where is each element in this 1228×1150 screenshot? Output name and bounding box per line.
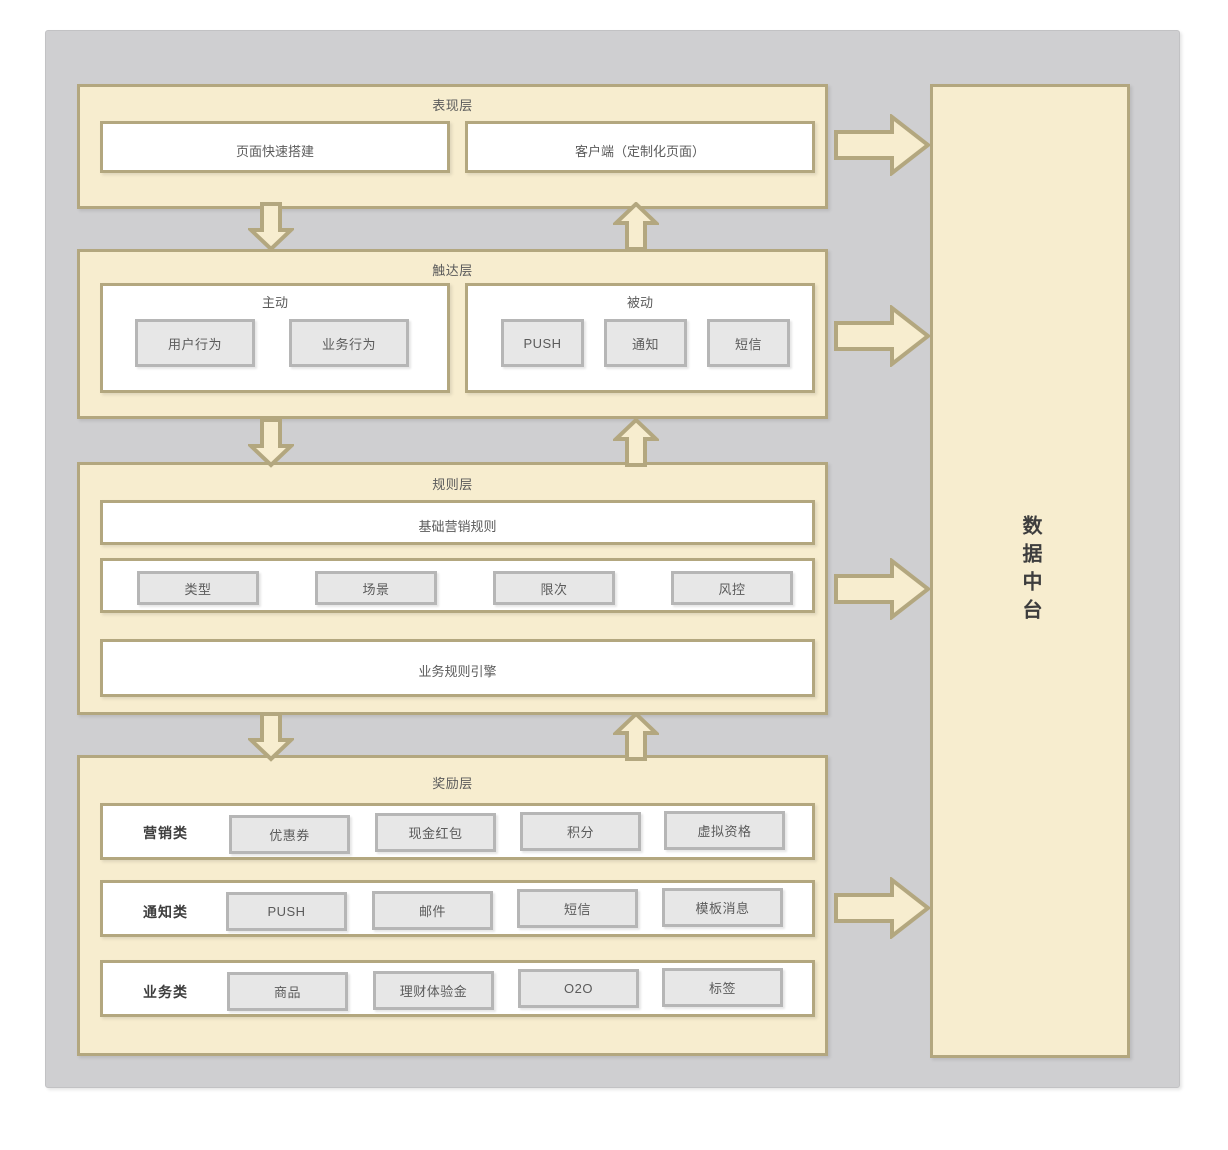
chip-scene[interactable]: 场景 xyxy=(315,571,437,605)
panel-passive[interactable]: 被动 PUSH 通知 短信 xyxy=(465,283,815,393)
data-platform-label: 数据中台 xyxy=(1019,515,1041,627)
data-platform-panel[interactable]: 数据中台 xyxy=(930,84,1130,1058)
chip-limit[interactable]: 限次 xyxy=(493,571,615,605)
arrow-right-rule xyxy=(834,558,930,620)
panel-page-builder[interactable]: 页面快速搭建 xyxy=(100,121,450,173)
layer-reward-title: 奖励层 xyxy=(432,776,473,791)
arrow-down-reach-to-rule xyxy=(248,418,294,468)
panel-rule-dimensions[interactable]: 类型 场景 限次 风控 xyxy=(100,558,815,613)
panel-passive-title: 被动 xyxy=(626,295,653,310)
layer-reach-title: 触达层 xyxy=(432,263,473,278)
arrow-right-reach xyxy=(834,305,930,367)
chip-risk-control[interactable]: 风控 xyxy=(671,571,793,605)
arrow-up-reach-to-presentation xyxy=(613,202,659,252)
arrow-right-presentation xyxy=(834,114,930,176)
chip-business-behavior[interactable]: 业务行为 xyxy=(289,319,409,367)
chip-wealth-trial-fund[interactable]: 理财体验金 xyxy=(373,971,494,1010)
layer-reach[interactable]: 触达层 主动 用户行为 业务行为 被动 PUSH 通知 短信 xyxy=(77,249,828,419)
chip-user-behavior[interactable]: 用户行为 xyxy=(135,319,255,367)
chip-push[interactable]: PUSH xyxy=(501,319,584,367)
arrow-up-rule-to-reach xyxy=(613,418,659,468)
panel-active-title: 主动 xyxy=(261,295,288,310)
chip-notification[interactable]: 通知 xyxy=(604,319,687,367)
layer-rule-title: 规则层 xyxy=(432,477,473,492)
chip-reward-sms[interactable]: 短信 xyxy=(517,889,638,928)
panel-reward-notification-label: 通知类 xyxy=(143,904,188,920)
layer-presentation[interactable]: 表现层 页面快速搭建 客户端（定制化页面） xyxy=(77,84,828,209)
chip-cash-red-packet[interactable]: 现金红包 xyxy=(375,813,496,852)
chip-o2o[interactable]: O2O xyxy=(518,969,639,1008)
chip-virtual-qualification[interactable]: 虚拟资格 xyxy=(664,811,785,850)
panel-page-builder-label: 页面快速搭建 xyxy=(235,144,314,159)
panel-client-custom-page[interactable]: 客户端（定制化页面） xyxy=(465,121,815,173)
chip-coupon[interactable]: 优惠券 xyxy=(229,815,350,854)
arrow-down-rule-to-reward xyxy=(248,712,294,762)
chip-reward-push[interactable]: PUSH xyxy=(226,892,347,931)
arrow-up-reward-to-rule xyxy=(613,712,659,762)
chip-template-message[interactable]: 模板消息 xyxy=(662,888,783,927)
panel-reward-notification[interactable]: 通知类 PUSH 邮件 短信 模板消息 xyxy=(100,880,815,937)
arrow-right-reward xyxy=(834,877,930,939)
panel-base-marketing-rules-label: 基础营销规则 xyxy=(418,519,497,534)
chip-type[interactable]: 类型 xyxy=(137,571,259,605)
panel-reward-business[interactable]: 业务类 商品 理财体验金 O2O 标签 xyxy=(100,960,815,1017)
layer-presentation-title: 表现层 xyxy=(432,98,473,113)
chip-email[interactable]: 邮件 xyxy=(372,891,493,930)
panel-base-marketing-rules[interactable]: 基础营销规则 xyxy=(100,500,815,545)
panel-reward-marketing[interactable]: 营销类 优惠券 现金红包 积分 虚拟资格 xyxy=(100,803,815,860)
layer-reward[interactable]: 奖励层 营销类 优惠券 现金红包 积分 虚拟资格 通知类 PUSH 邮件 短信 … xyxy=(77,755,828,1056)
panel-client-custom-page-label: 客户端（定制化页面） xyxy=(574,144,705,159)
panel-reward-marketing-label: 营销类 xyxy=(143,825,188,841)
chip-goods[interactable]: 商品 xyxy=(227,972,348,1011)
chip-points[interactable]: 积分 xyxy=(520,812,641,851)
panel-reward-business-label: 业务类 xyxy=(143,984,188,1000)
arrow-down-presentation-to-reach xyxy=(248,202,294,252)
chip-tag[interactable]: 标签 xyxy=(662,968,783,1007)
chip-sms[interactable]: 短信 xyxy=(707,319,790,367)
panel-active[interactable]: 主动 用户行为 业务行为 xyxy=(100,283,450,393)
layer-rule[interactable]: 规则层 基础营销规则 类型 场景 限次 风控 业务规则引擎 xyxy=(77,462,828,715)
panel-business-rule-engine[interactable]: 业务规则引擎 xyxy=(100,639,815,697)
panel-business-rule-engine-label: 业务规则引擎 xyxy=(418,664,497,679)
